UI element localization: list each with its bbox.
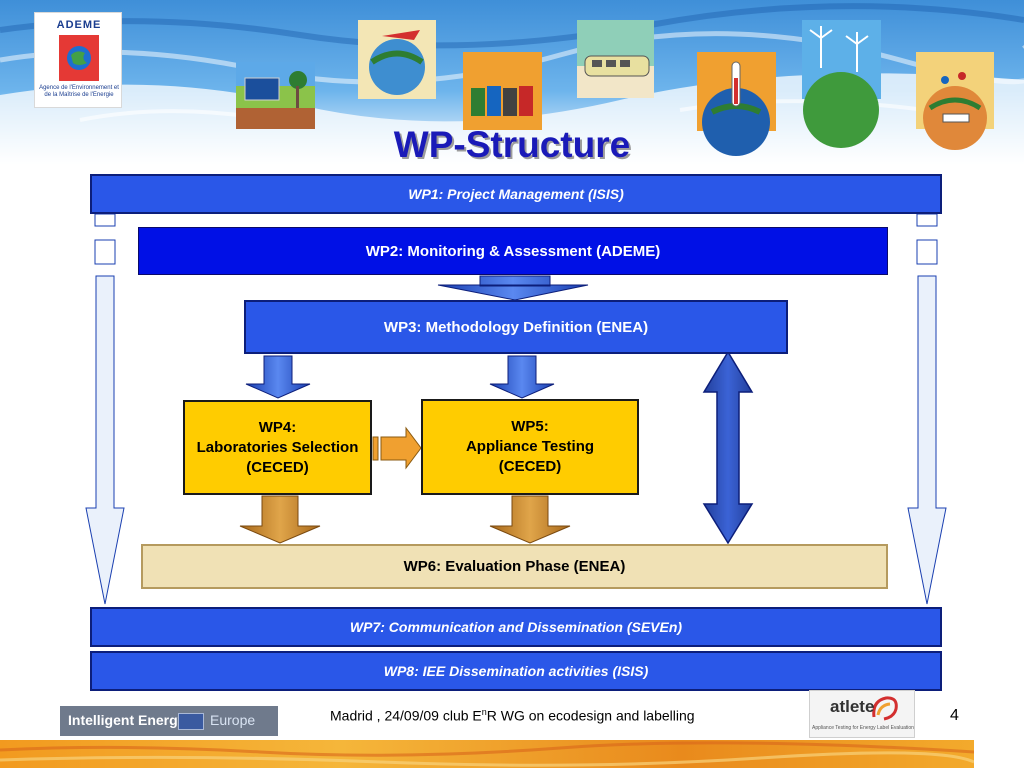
globe-airplane-illustration [358, 20, 436, 99]
people-globe-illustration [916, 52, 994, 150]
wp4-box: WP4: Laboratories Selection (CECED) [183, 400, 372, 495]
footer-caption-prefix: Madrid , 24/09/09 club E [330, 707, 482, 724]
wp7-box: WP7: Communication and Dissemination (SE… [90, 607, 942, 647]
thermometer-globe-illustration [697, 52, 776, 156]
recycling-bins-illustration [463, 52, 542, 130]
intelligent-energy-logo-text: Intelligent Energy [68, 712, 186, 728]
atlete-logo: atlete Appliance Testing for Energy Labe… [809, 690, 915, 738]
wp2-box: WP2: Monitoring & Assessment (ADEME) [138, 227, 888, 275]
ademe-emblem-icon [59, 35, 99, 81]
wp5-lead: (CECED) [498, 458, 562, 475]
wp4-lead: (CECED) [246, 458, 309, 476]
wp3-box: WP3: Methodology Definition (ENEA) [244, 300, 788, 354]
eu-flag-icon [178, 713, 204, 730]
footer-caption-suffix: R WG on ecodesign and labelling [486, 707, 695, 724]
header-banner [0, 0, 1024, 165]
wind-turbine-illustration [802, 20, 881, 148]
footer-caption: Madrid , 24/09/09 club EnR WG on ecodesi… [330, 707, 695, 724]
ademe-logo-subtitle: Agence de l'Environnement et de la Maîtr… [39, 85, 119, 98]
wp3-wp6-double-arrow [702, 350, 754, 545]
wp8-box: WP8: IEE Dissemination activities (ISIS) [90, 651, 942, 691]
wp4-to-wp6-arrow [239, 495, 321, 544]
wp5-box: WP5: Appliance Testing (CECED) [421, 399, 639, 495]
solar-panel-illustration [236, 62, 315, 129]
intelligent-energy-logo-suffix: Europe [210, 712, 256, 728]
atlete-swoosh-icon [872, 696, 898, 721]
wp2-to-wp3-arrow [437, 275, 589, 301]
wp4-to-wp5-arrow [372, 426, 422, 470]
footer-decorative-band [0, 740, 974, 768]
wp5-to-wp6-arrow [489, 495, 571, 544]
page-title: WP-Structure [393, 124, 631, 165]
atlete-logo-tagline: Appliance Testing for Energy Label Evalu… [812, 725, 914, 731]
wp6-box: WP6: Evaluation Phase (ENEA) [141, 544, 888, 589]
wp5-title: WP5: [511, 418, 549, 435]
footer-caption-sup: n [481, 707, 487, 717]
left-side-arrow [85, 213, 125, 605]
wp5-name: Appliance Testing [465, 438, 595, 455]
wp3-to-wp5-arrow [489, 355, 555, 399]
wp3-to-wp4-arrow [245, 355, 311, 399]
ademe-logo-name: ADEME [56, 19, 102, 31]
ademe-logo: ADEME Agence de l'Environnement et de la… [34, 12, 122, 108]
train-illustration [577, 20, 654, 98]
wp4-title: WP4: [258, 418, 297, 436]
wp4-name: Laboratories Selection [196, 438, 359, 456]
intelligent-energy-logo: Intelligent Energy Europe [60, 706, 278, 736]
right-side-arrow [907, 213, 947, 605]
page-number: 4 [950, 707, 959, 724]
atlete-logo-text: atlete [830, 697, 875, 716]
wp1-box: WP1: Project Management (ISIS) [90, 174, 942, 214]
